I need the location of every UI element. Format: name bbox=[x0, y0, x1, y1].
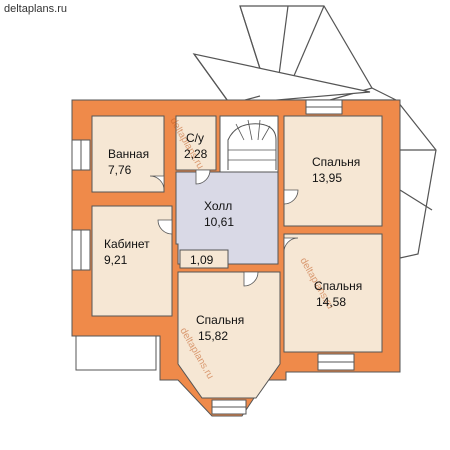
room-closet bbox=[179, 249, 229, 269]
bed2-area: 14,58 bbox=[316, 295, 346, 309]
doors bbox=[149, 169, 299, 287]
room-wc bbox=[175, 115, 217, 171]
closet-area: 1,09 bbox=[190, 253, 214, 267]
site-label: deltaplans.ru bbox=[4, 3, 67, 15]
bed2-name: Спальня bbox=[314, 279, 362, 293]
balcony-right bbox=[397, 100, 437, 259]
hall-name: Холл bbox=[204, 199, 232, 213]
cabinet-area: 9,21 bbox=[104, 253, 128, 267]
room-bed1 bbox=[283, 115, 383, 227]
room-hall bbox=[175, 171, 279, 265]
bed1-area: 13,95 bbox=[312, 171, 342, 185]
windows bbox=[71, 99, 355, 415]
terrace bbox=[75, 335, 157, 371]
room-bed3 bbox=[177, 271, 281, 399]
wc-name: С/у bbox=[186, 131, 204, 145]
wc-area: 2,28 bbox=[184, 147, 208, 161]
bath-area: 7,76 bbox=[108, 163, 132, 177]
bed3-area: 15,82 bbox=[198, 329, 228, 343]
room-bath bbox=[91, 115, 165, 193]
hall-area: 10,61 bbox=[204, 215, 234, 229]
bed3-name: Спальня bbox=[196, 313, 244, 327]
cabinet-name: Кабинет bbox=[104, 237, 150, 251]
bed1-name: Спальня bbox=[312, 155, 360, 169]
room-bed2 bbox=[283, 233, 383, 353]
bath-name: Ванная bbox=[108, 147, 149, 161]
staircase bbox=[219, 115, 279, 173]
